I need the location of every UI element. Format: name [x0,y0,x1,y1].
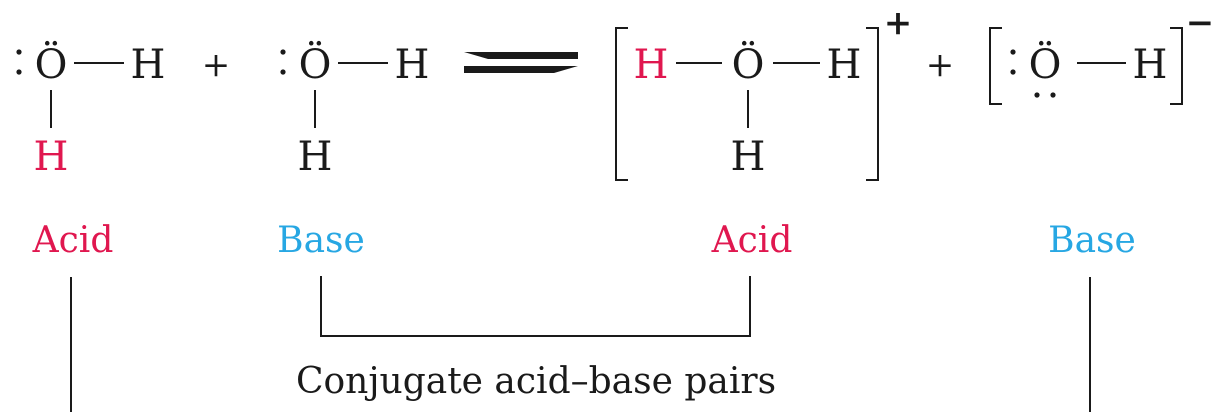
left-bracket [989,27,1002,105]
lone-pair-dot [280,69,286,75]
positive-charge: + [884,3,913,43]
hydrogen-atom-right: H [1133,42,1168,88]
hydrogen-atom-bottom: H [731,134,766,180]
hydrogen-atom-donated: H [34,134,69,180]
lone-pair-dot [1034,92,1040,98]
left-bracket [615,27,628,181]
lone-pair-dot [1010,69,1016,75]
plus-sign: + [926,45,955,85]
reactant-water-acid: Ö H H [16,41,165,180]
negative-charge: − [1186,3,1215,43]
forward-arrow [464,52,578,59]
plus-sign: + [202,45,231,85]
label-acid-product: Acid [711,220,793,261]
conjugate-pairs-caption: Conjugate acid–base pairs [296,361,776,402]
oxygen-atom: Ö [732,41,765,88]
equilibrium-arrow-icon [464,52,578,73]
lone-pair-dot [1010,49,1016,55]
lone-pair-dot [1050,92,1056,98]
product-hydronium-acid: H Ö H H + [615,3,913,181]
label-base-reactant: Base [277,220,365,261]
lone-pair-dot [16,49,22,55]
hydrogen-atom-right: H [395,42,430,88]
hydrogen-atom-accepted: H [634,42,669,88]
reverse-arrow [464,66,578,73]
label-acid-reactant: Acid [32,220,114,261]
label-base-product: Base [1048,220,1136,261]
oxygen-atom: Ö [299,41,332,88]
hydrogen-atom-bottom: H [298,134,333,180]
right-bracket [866,27,879,181]
lone-pair-dot [16,69,22,75]
conjugate-pair-connector-inner [320,276,751,337]
reactant-water-base: Ö H H [280,41,429,180]
oxygen-atom: Ö [35,41,68,88]
product-hydroxide-base: Ö H − [989,3,1215,105]
lone-pair-dot [280,49,286,55]
hydrogen-atom-right: H [131,42,166,88]
oxygen-atom: Ö [1029,41,1062,88]
right-bracket [1170,27,1183,105]
hydrogen-atom-right: H [827,42,862,88]
